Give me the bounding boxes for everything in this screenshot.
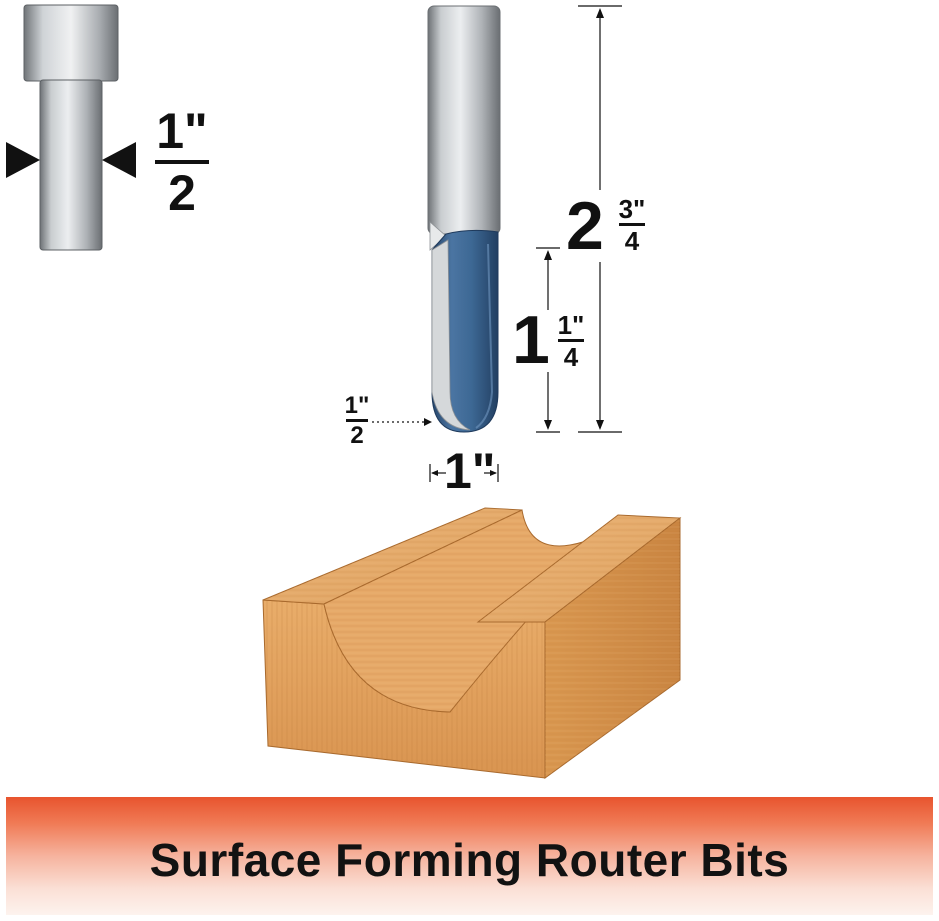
fraction-bar bbox=[155, 160, 209, 164]
arrow-right-icon bbox=[6, 142, 40, 178]
shank-diameter-label: 1" 2 bbox=[154, 106, 210, 218]
radius-numerator: 1" bbox=[344, 392, 370, 419]
shank-icon bbox=[23, 4, 119, 251]
banner-title: Surface Forming Router Bits bbox=[149, 834, 790, 886]
cutting-length-whole: 1 bbox=[512, 302, 550, 378]
shank-diameter-numerator: 1" bbox=[156, 103, 208, 159]
title-banner: Surface Forming Router Bits bbox=[6, 797, 933, 915]
cutting-length-dimension bbox=[536, 247, 560, 433]
radius-leader bbox=[372, 418, 432, 426]
cutting-diameter-dimension bbox=[429, 464, 499, 482]
router-bit-icon bbox=[427, 5, 501, 433]
overall-length-denominator: 4 bbox=[624, 226, 640, 256]
fraction-bar bbox=[619, 223, 645, 226]
overall-length-fraction: 3" 4 bbox=[614, 196, 650, 254]
cutting-length-denominator: 4 bbox=[563, 342, 579, 372]
overall-length-numerator: 3" bbox=[618, 194, 646, 224]
overall-length-whole: 2 bbox=[566, 188, 604, 264]
overall-length-dimension bbox=[578, 5, 622, 433]
radius-denominator: 2 bbox=[350, 422, 364, 449]
fraction-bar bbox=[558, 339, 584, 342]
arrow-left-icon bbox=[102, 142, 136, 178]
shank-diameter-denominator: 2 bbox=[168, 165, 196, 221]
fraction-bar bbox=[346, 419, 368, 422]
wood-block-icon bbox=[262, 507, 682, 779]
cutting-diameter-label: 1" bbox=[444, 443, 496, 499]
cutting-length-numerator: 1" bbox=[557, 310, 585, 340]
cutting-length-fraction: 1" 4 bbox=[552, 312, 590, 370]
radius-label: 1" 2 bbox=[340, 394, 374, 448]
